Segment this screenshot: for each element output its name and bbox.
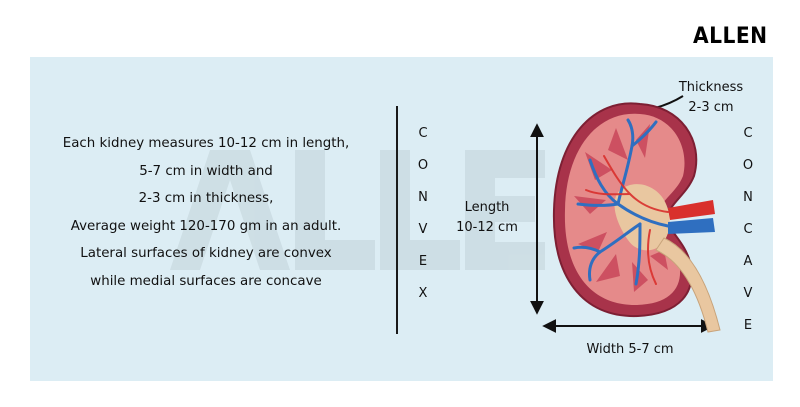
- concave-letter: V: [743, 286, 753, 301]
- width-label: Width 5-7 cm: [586, 342, 674, 357]
- desc-line: Lateral surfaces of kidney are convex: [80, 246, 332, 261]
- length-value: 10-12 cm: [456, 220, 518, 235]
- convex-letter: N: [418, 190, 428, 205]
- concave-label: C O N C A V E: [738, 118, 758, 342]
- convex-letter: X: [418, 286, 428, 301]
- thickness-label: Thickness 2-3 cm: [666, 78, 756, 118]
- length-title: Length: [464, 200, 510, 215]
- convex-letter: V: [418, 222, 428, 237]
- concave-letter: N: [743, 190, 753, 205]
- allen-logo: ALLEN: [693, 24, 768, 49]
- kidney-description: Each kidney measures 10-12 cm in length,…: [46, 130, 366, 295]
- concave-letter: C: [743, 222, 753, 237]
- thickness-pointer: [654, 95, 684, 109]
- renal-arteries-branches: [585, 155, 669, 285]
- thickness-value: 2-3 cm: [688, 100, 734, 115]
- ureter: [655, 237, 721, 333]
- concave-letter: A: [743, 254, 753, 269]
- desc-line: while medial surfaces are concave: [90, 273, 322, 289]
- renal-veins-branches: [572, 118, 670, 286]
- desc-line: 5-7 cm in width and: [139, 163, 273, 179]
- divider-line: [396, 106, 398, 334]
- concave-letter: C: [743, 126, 753, 141]
- renal-vein: [668, 218, 715, 234]
- concave-letter: E: [743, 318, 753, 333]
- convex-letter: E: [418, 254, 428, 269]
- length-label: Length 10-12 cm: [447, 198, 527, 238]
- desc-line: Each kidney measures 10-12 cm in length,: [62, 136, 350, 151]
- desc-line: 2-3 cm in thickness,: [138, 191, 274, 206]
- convex-letter: C: [418, 126, 428, 141]
- concave-letter: O: [742, 158, 754, 173]
- convex-letter: O: [417, 158, 429, 173]
- renal-artery: [668, 200, 715, 220]
- desc-line: Average weight 120-170 gm in an adult.: [70, 218, 342, 234]
- convex-label: C O N V E X: [413, 118, 433, 310]
- thickness-title: Thickness: [678, 80, 744, 95]
